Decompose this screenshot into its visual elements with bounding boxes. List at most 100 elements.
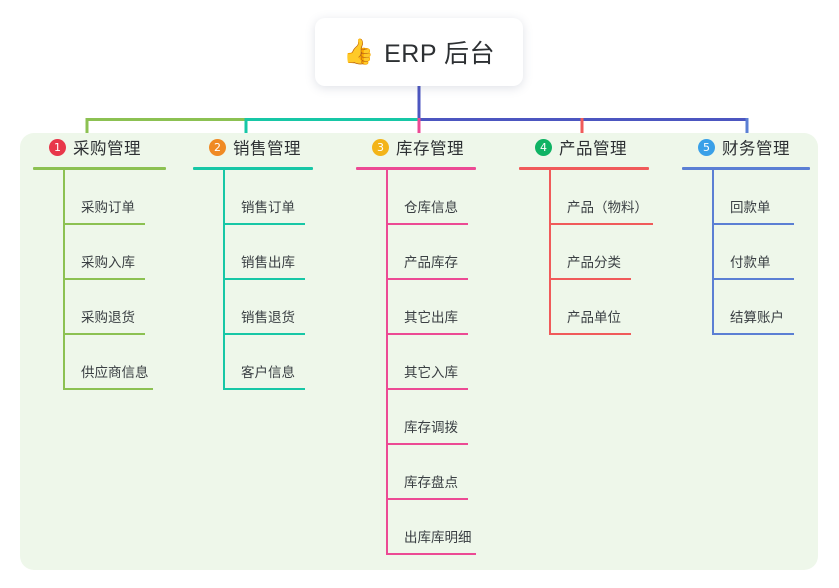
list-item-rule: [549, 223, 653, 225]
list-item-label: 产品库存: [404, 255, 458, 270]
column-3: 3 库存管理仓库信息产品库存其它出库其它入库库存调拨库存盘点出库库明细: [356, 133, 476, 555]
list-item-rule: [386, 443, 468, 445]
list-item-rule: [63, 333, 145, 335]
list-item-rule: [386, 553, 476, 555]
column-header-rule-4: [519, 167, 649, 170]
column-spine-4: [549, 170, 551, 335]
column-spine-2: [223, 170, 225, 390]
list-item[interactable]: 出库库明细: [356, 500, 476, 555]
list-item-rule: [63, 223, 145, 225]
list-item-label: 其它入库: [404, 365, 458, 380]
column-header-rule-2: [193, 167, 313, 170]
list-item-label: 产品分类: [567, 255, 621, 270]
column-header-2[interactable]: 2 销售管理: [193, 133, 313, 161]
list-item-rule: [549, 278, 631, 280]
list-item-label: 仓库信息: [404, 200, 458, 215]
column-spine-5: [712, 170, 714, 335]
list-item-rule: [63, 388, 153, 390]
list-item[interactable]: 销售出库: [193, 225, 313, 280]
list-item-label: 销售订单: [241, 200, 295, 215]
list-item-rule: [386, 498, 468, 500]
list-item-label: 付款单: [730, 255, 771, 270]
list-item[interactable]: 产品分类: [519, 225, 649, 280]
root-title: ERP 后台: [384, 40, 496, 68]
list-item[interactable]: 仓库信息: [356, 170, 476, 225]
list-item-rule: [386, 278, 468, 280]
list-item[interactable]: 采购入库: [33, 225, 166, 280]
list-item[interactable]: 库存调拨: [356, 390, 476, 445]
list-item-rule: [712, 333, 794, 335]
column-title-2: 销售管理: [233, 140, 301, 158]
list-item[interactable]: 付款单: [682, 225, 810, 280]
list-item[interactable]: 采购订单: [33, 170, 166, 225]
column-header-rule-5: [682, 167, 810, 170]
column-items-3: 仓库信息产品库存其它出库其它入库库存调拨库存盘点出库库明细: [356, 170, 476, 555]
list-item-rule: [712, 278, 794, 280]
column-header-rule-3: [356, 167, 476, 170]
column-header-1[interactable]: 1 采购管理: [33, 133, 166, 161]
list-item-label: 回款单: [730, 200, 771, 215]
list-item[interactable]: 其它入库: [356, 335, 476, 390]
diagram-panel: [20, 133, 818, 570]
list-item-label: 客户信息: [241, 365, 295, 380]
list-item[interactable]: 其它出库: [356, 280, 476, 335]
column-badge-1: 1: [49, 138, 66, 156]
column-header-rule-1: [33, 167, 166, 170]
column-title-1: 采购管理: [73, 140, 141, 158]
list-item-rule: [223, 223, 305, 225]
column-items-2: 销售订单销售出库销售退货客户信息: [193, 170, 313, 390]
list-item-label: 采购订单: [81, 200, 135, 215]
column-header-3[interactable]: 3 库存管理: [356, 133, 476, 161]
list-item-rule: [223, 388, 305, 390]
list-item-label: 销售退货: [241, 310, 295, 325]
column-title-3: 库存管理: [396, 140, 464, 158]
list-item[interactable]: 结算账户: [682, 280, 810, 335]
column-5: 5 财务管理回款单付款单结算账户: [682, 133, 810, 335]
column-header-5[interactable]: 5 财务管理: [682, 133, 810, 161]
list-item[interactable]: 产品库存: [356, 225, 476, 280]
list-item-rule: [63, 278, 145, 280]
column-badge-5: 5: [698, 138, 715, 156]
list-item[interactable]: 客户信息: [193, 335, 313, 390]
list-item-label: 库存调拨: [404, 420, 458, 435]
list-item-label: 结算账户: [730, 310, 784, 325]
list-item-rule: [386, 223, 468, 225]
list-item-label: 销售出库: [241, 255, 295, 270]
list-item-rule: [386, 388, 468, 390]
list-item-label: 出库库明细: [404, 530, 472, 545]
root-node[interactable]: 👍 ERP 后台: [315, 18, 523, 86]
column-spine-1: [63, 170, 65, 390]
list-item[interactable]: 采购退货: [33, 280, 166, 335]
list-item-rule: [223, 278, 305, 280]
thumbs-up-icon: 👍: [342, 37, 375, 66]
list-item[interactable]: 销售退货: [193, 280, 313, 335]
column-items-1: 采购订单采购入库采购退货供应商信息: [33, 170, 166, 390]
list-item-rule: [549, 333, 631, 335]
list-item-rule: [386, 333, 468, 335]
list-item[interactable]: 销售订单: [193, 170, 313, 225]
list-item[interactable]: 供应商信息: [33, 335, 166, 390]
list-item-label: 产品（物料）: [567, 200, 648, 215]
column-2: 2 销售管理销售订单销售出库销售退货客户信息: [193, 133, 313, 390]
column-badge-3: 3: [372, 138, 389, 156]
list-item-label: 采购入库: [81, 255, 135, 270]
list-item-rule: [223, 333, 305, 335]
column-header-4[interactable]: 4 产品管理: [519, 133, 649, 161]
list-item-label: 其它出库: [404, 310, 458, 325]
column-badge-2: 2: [209, 138, 226, 156]
column-1: 1 采购管理采购订单采购入库采购退货供应商信息: [33, 133, 166, 390]
list-item[interactable]: 产品（物料）: [519, 170, 653, 225]
list-item-label: 产品单位: [567, 310, 621, 325]
column-4: 4 产品管理产品（物料） 产品分类产品单位: [519, 133, 653, 335]
column-title-5: 财务管理: [722, 140, 790, 158]
column-badge-4: 4: [535, 138, 552, 156]
column-items-5: 回款单付款单结算账户: [682, 170, 810, 335]
list-item-label: 库存盘点: [404, 475, 458, 490]
list-item-label: 供应商信息: [81, 365, 149, 380]
list-item[interactable]: 回款单: [682, 170, 810, 225]
column-title-4: 产品管理: [559, 140, 627, 158]
list-item[interactable]: 库存盘点: [356, 445, 476, 500]
column-spine-3: [386, 170, 388, 555]
list-item-rule: [712, 223, 794, 225]
list-item[interactable]: 产品单位: [519, 280, 649, 335]
